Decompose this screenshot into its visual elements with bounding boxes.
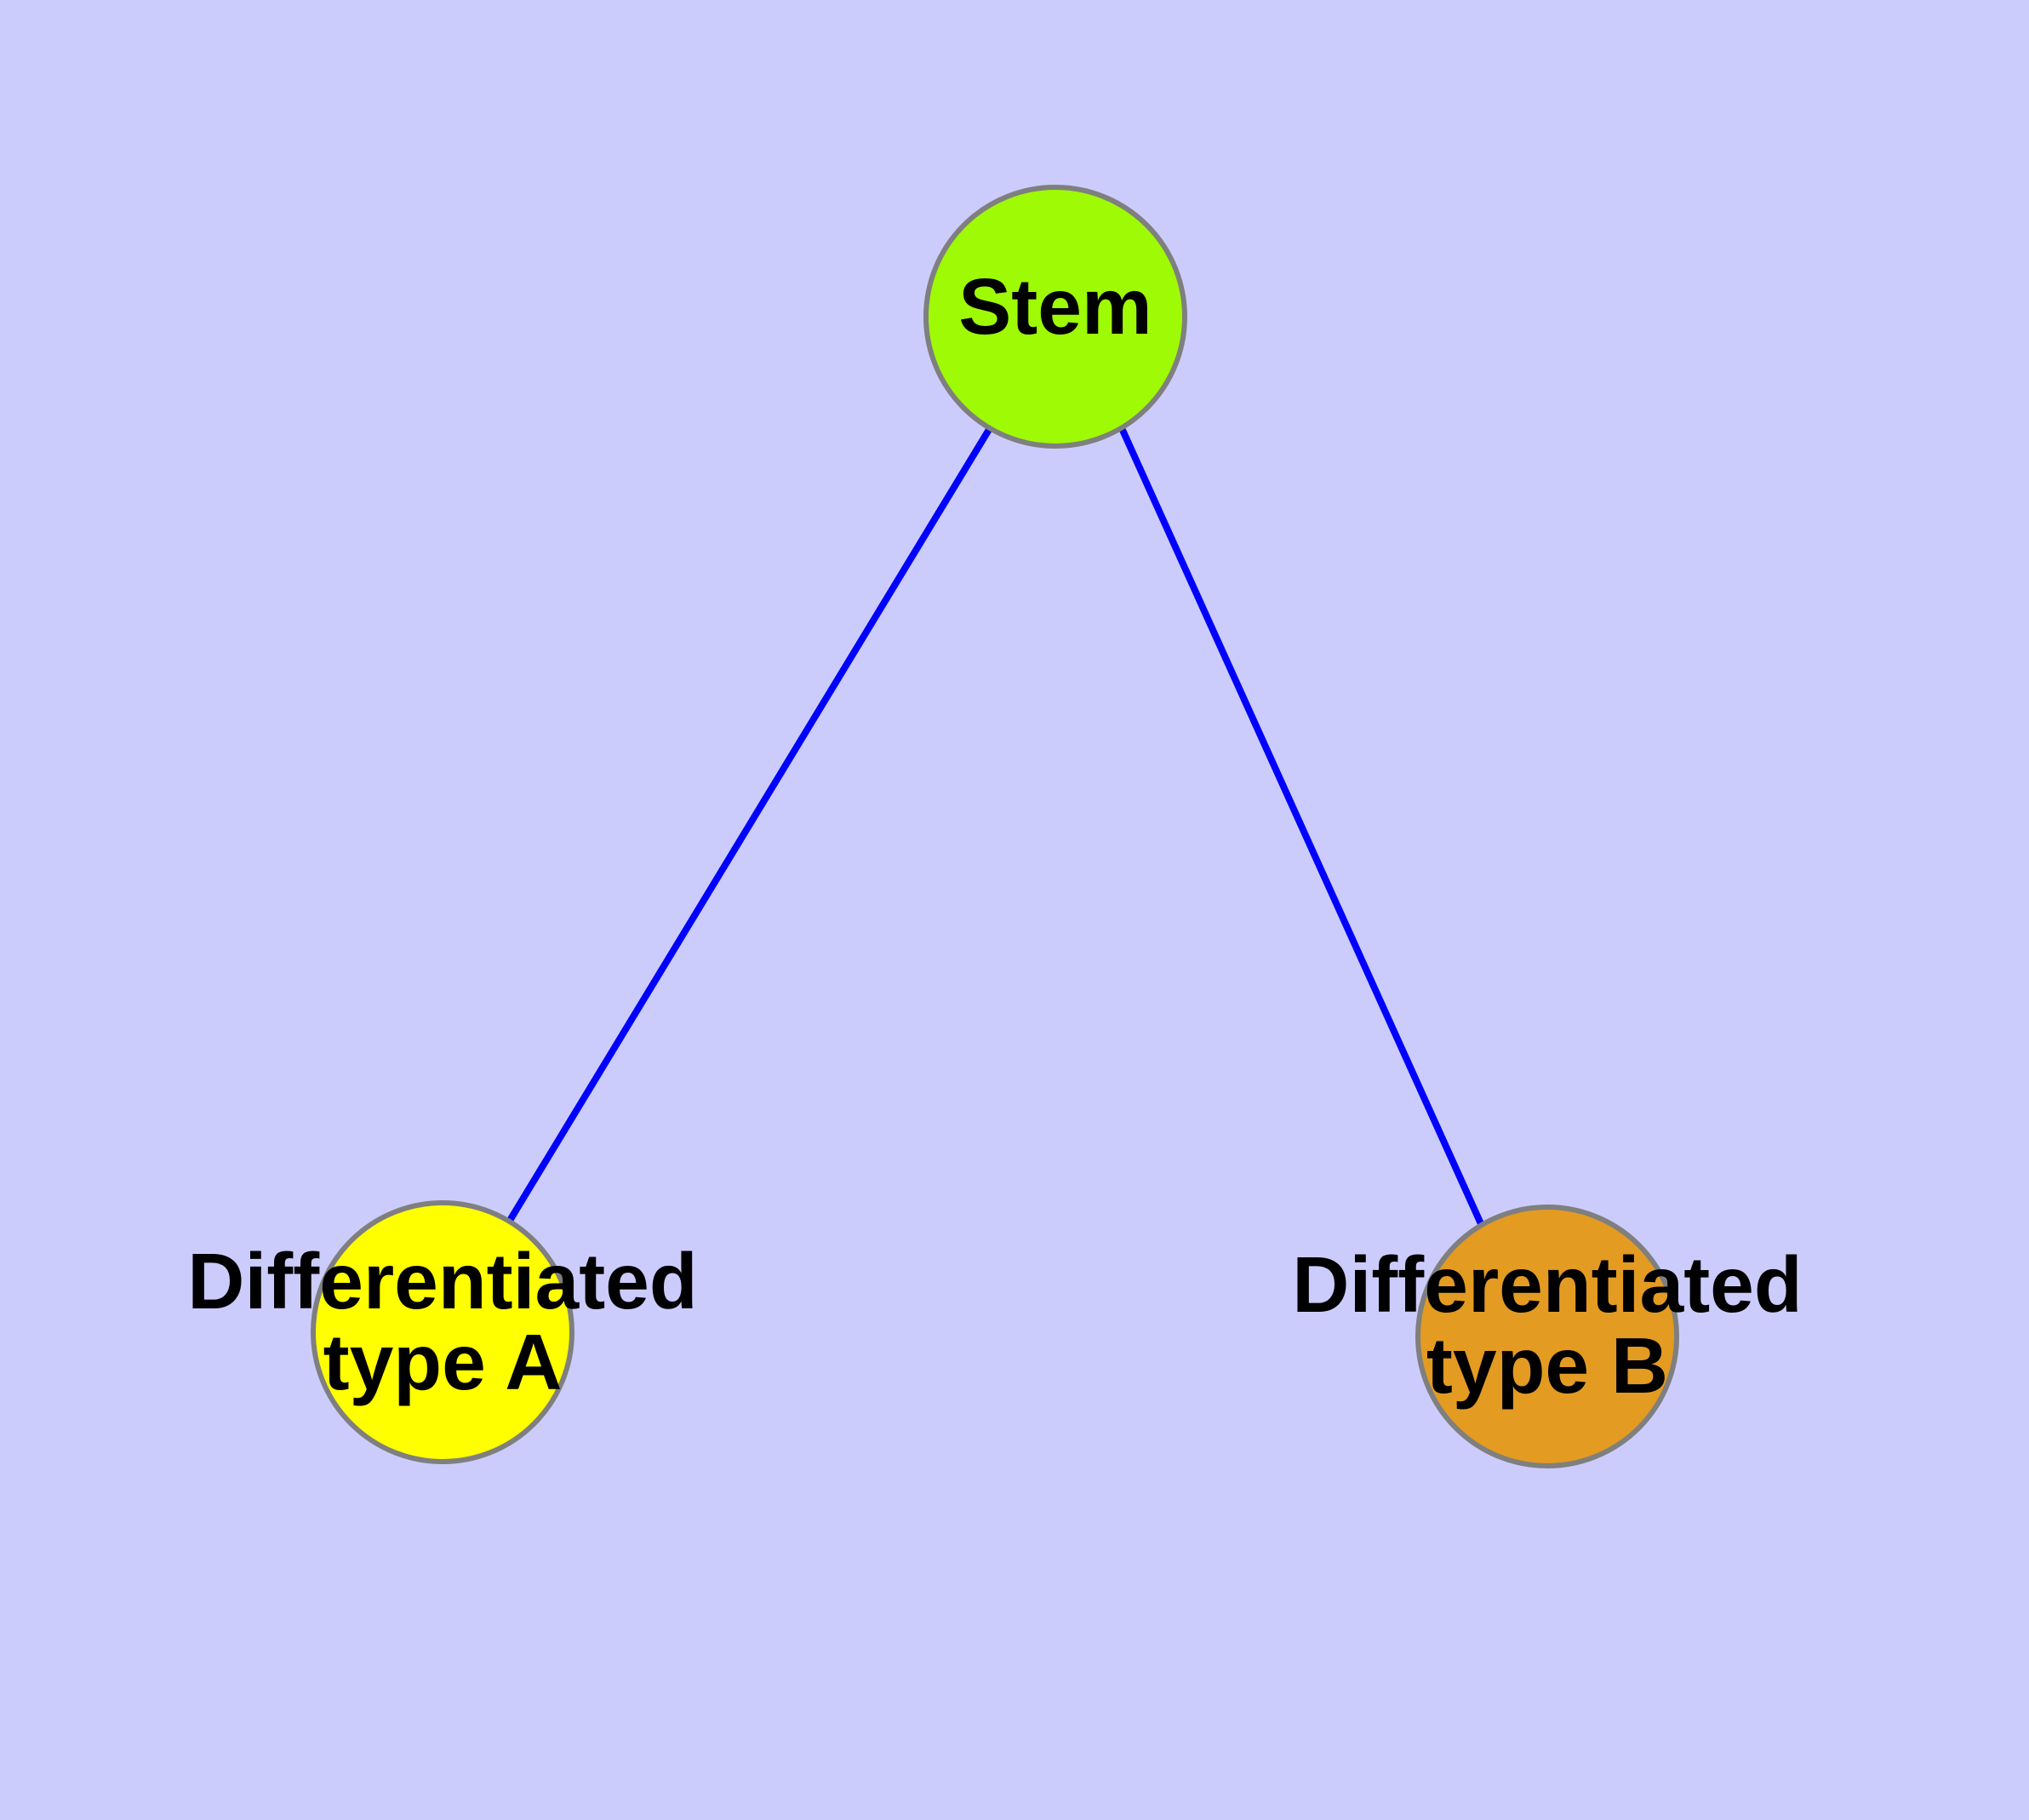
node-layer (311, 185, 1679, 1468)
node-differentiated-type-b-circle[interactable] (1415, 1205, 1679, 1468)
node-differentiated-type-a-circle[interactable] (311, 1200, 574, 1464)
node-stem-circle[interactable] (923, 185, 1187, 449)
edge-layer (505, 426, 1486, 1229)
edge-stem-to-differentiated-type-b (1118, 426, 1486, 1229)
edge-stem-to-differentiated-type-a (505, 426, 993, 1226)
